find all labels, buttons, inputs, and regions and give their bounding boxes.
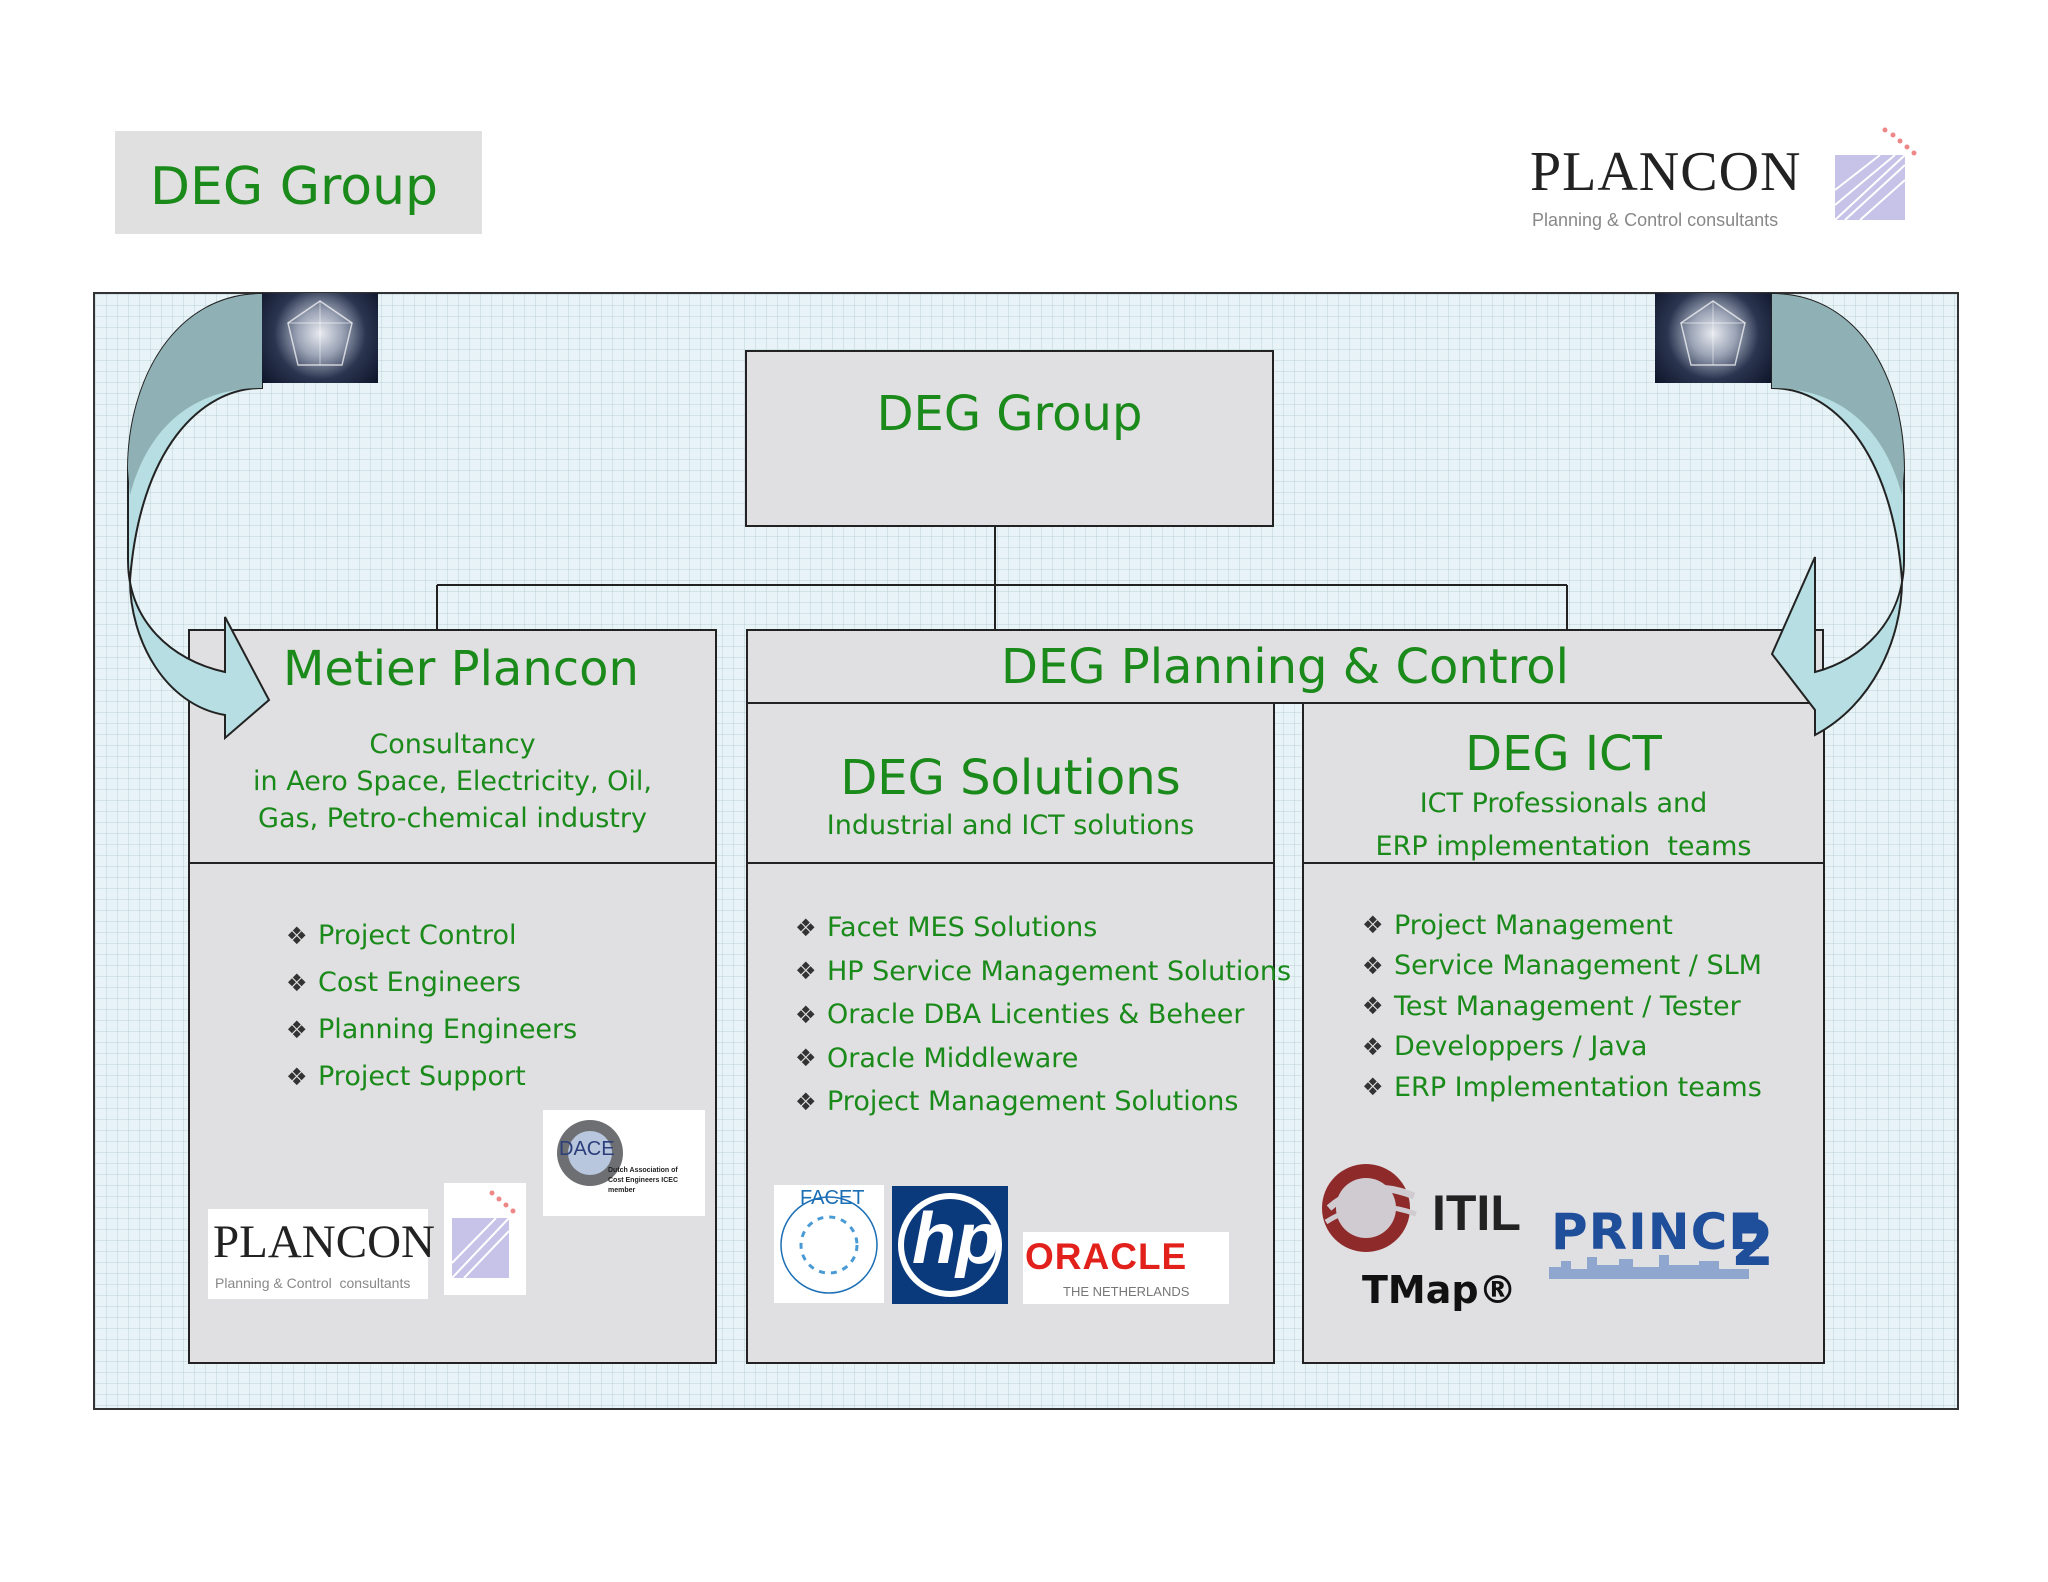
- bullet-icon: ❖: [286, 1015, 308, 1044]
- bullet-icon: ❖: [1362, 1032, 1384, 1061]
- prince2-logo: PRINCE 2: [1549, 1203, 1781, 1280]
- diamond-icon: [287, 300, 353, 366]
- plancon-mark-icon: [1834, 127, 1917, 221]
- root-box: DEG Group: [745, 350, 1274, 527]
- itil-label: ITIL: [1432, 1185, 1521, 1241]
- metier-desc-line: in Aero Space, Electricity, Oil,: [253, 766, 652, 797]
- list-item: ❖Facet MES Solutions: [795, 912, 1098, 944]
- ict-title: DEG ICT: [1465, 726, 1662, 782]
- metier-desc-line: Gas, Petro-chemical industry: [258, 803, 647, 834]
- city-skyline-icon: [1549, 1255, 1749, 1279]
- ict-list: ❖Project Management ❖Service Management …: [1362, 905, 1762, 1108]
- diamond-image-left: [262, 293, 378, 383]
- metier-plancon-mark: [444, 1183, 526, 1295]
- prince-num: 2: [1731, 1207, 1775, 1280]
- ict-body-box: [1302, 862, 1825, 1364]
- metier-plancon-logo: PLANCON Planning & Control consultants: [208, 1209, 435, 1299]
- solutions-list: ❖Facet MES Solutions ❖HP Service Managem…: [795, 906, 1291, 1124]
- metier-plancon-name: PLANCON: [213, 1216, 435, 1268]
- hp-circle-icon: [898, 1193, 1002, 1297]
- header-logo-tagline: Planning & Control consultants: [1532, 210, 1779, 230]
- metier-desc: Consultancy in Aero Space, Electricity, …: [190, 726, 715, 837]
- prince-label: PRINCE: [1551, 1203, 1764, 1261]
- page-title-box: DEG Group: [115, 131, 482, 234]
- diamond-icon: [1680, 300, 1746, 366]
- page-title: DEG Group: [150, 157, 439, 217]
- list-item: ❖Project Management: [1362, 909, 1673, 941]
- list-item: ❖Developpers / Java: [1362, 1031, 1648, 1063]
- list-item: ❖Project Management Solutions: [795, 1086, 1239, 1118]
- bullet-icon: ❖: [795, 1000, 817, 1029]
- facet-ring-icon: [780, 1196, 878, 1294]
- list-item: ❖Service Management / SLM: [1362, 950, 1762, 982]
- pc-header-box: DEG Planning & Control: [746, 629, 1824, 704]
- facet-label: FACET: [800, 1187, 865, 1209]
- metier-title: Metier Plancon: [283, 641, 639, 697]
- bullet-icon: ❖: [1362, 1073, 1384, 1102]
- diamond-image-right: [1655, 293, 1771, 383]
- dace-mark-icon: [557, 1120, 623, 1186]
- bullet-icon: ❖: [795, 1087, 817, 1116]
- metier-plancon-tagline: Planning & Control consultants: [215, 1275, 411, 1291]
- metier-desc-line: Consultancy: [369, 729, 536, 760]
- ict-desc-line: ICT Professionals and: [1419, 788, 1708, 819]
- bullet-icon: ❖: [286, 921, 308, 950]
- list-item: ❖Planning Engineers: [286, 1014, 578, 1045]
- dace-abbr: DACE: [559, 1138, 615, 1160]
- itil-swirl-icon: [1322, 1164, 1417, 1252]
- facet-logo: FACET: [774, 1185, 884, 1303]
- bullet-icon: ❖: [286, 968, 308, 997]
- list-item: ❖Cost Engineers: [286, 967, 521, 998]
- itil-logo: ITIL: [1314, 1156, 1534, 1256]
- header-logo: PLANCON Planning & Control consultants: [1525, 120, 1925, 240]
- list-item: ❖Project Support: [286, 1061, 526, 1092]
- list-item: ❖HP Service Management Solutions: [795, 955, 1292, 987]
- ict-desc-line: ERP implementation teams: [1375, 831, 1752, 862]
- ict-header-box: DEG ICT ICT Professionals and ERP implem…: [1302, 702, 1825, 864]
- header-logo-name: PLANCON: [1530, 141, 1802, 203]
- solutions-desc: Industrial and ICT solutions: [826, 810, 1195, 841]
- oracle-label: ORACLE: [1025, 1236, 1188, 1277]
- solutions-header-box: DEG Solutions Industrial and ICT solutio…: [746, 702, 1275, 864]
- bullet-icon: ❖: [286, 1062, 308, 1091]
- oracle-sub: THE NETHERLANDS: [1063, 1284, 1190, 1299]
- oracle-logo: ORACLE THE NETHERLANDS: [1023, 1232, 1229, 1304]
- list-item: ❖Test Management / Tester: [1362, 990, 1741, 1022]
- root-title: DEG Group: [876, 386, 1143, 442]
- plancon-mark-icon: [451, 1190, 516, 1279]
- pc-header-title: DEG Planning & Control: [1001, 639, 1569, 695]
- dace-logo: DACE Dutch Association of Cost Engineers…: [543, 1110, 705, 1216]
- bullet-icon: ❖: [1362, 951, 1384, 980]
- solutions-title: DEG Solutions: [840, 750, 1181, 806]
- list-item: ❖ERP Implementation teams: [1362, 1071, 1762, 1103]
- metier-list: ❖Project Control ❖Cost Engineers ❖Planni…: [286, 912, 577, 1100]
- metier-header-box: Metier Plancon Consultancy in Aero Space…: [188, 629, 717, 864]
- hp-logo: hp: [892, 1186, 1008, 1304]
- hp-label: hp: [912, 1199, 1000, 1279]
- bullet-icon: ❖: [1362, 992, 1384, 1021]
- bullet-icon: ❖: [795, 913, 817, 942]
- bullet-icon: ❖: [795, 1044, 817, 1073]
- list-item: ❖Project Control: [286, 920, 517, 951]
- dace-text: Dutch Association of Cost Engineers ICEC…: [608, 1167, 679, 1194]
- list-item: ❖Oracle DBA Licenties & Beheer: [795, 999, 1245, 1031]
- bullet-icon: ❖: [1362, 911, 1384, 940]
- list-item: ❖Oracle Middleware: [795, 1042, 1079, 1074]
- bullet-icon: ❖: [795, 957, 817, 986]
- tmap-logo: TMap®: [1362, 1268, 1517, 1312]
